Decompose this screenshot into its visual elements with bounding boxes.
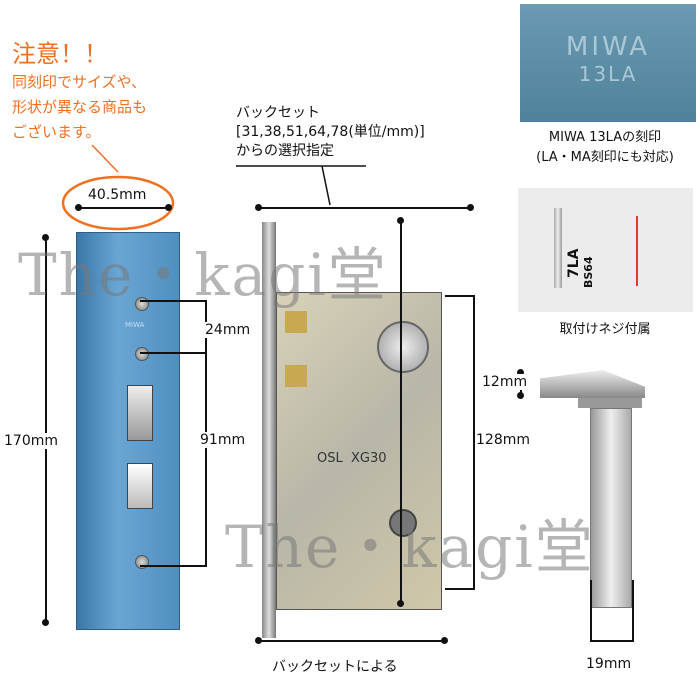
lock-case: OSL XG30 (276, 292, 442, 610)
screws-caption: 取付けネジ付属 (559, 322, 651, 337)
backset-pointer (321, 165, 331, 206)
faceplate-mark: MIWA (125, 321, 145, 329)
warning-title: 注意！！ (12, 40, 108, 68)
engraving-photo: MIWA 13LA (520, 4, 696, 122)
backset-note: バックセット [31,38,51,64,78(単位/mm)] からの選択指定 (236, 104, 425, 161)
width-line (78, 207, 170, 209)
case-height-label: 128mm (476, 432, 530, 448)
backset-label: バックセットによる (272, 659, 398, 675)
pitch-mid-label: 91mm (200, 432, 246, 448)
warning-line: 同刻印でサイズや、 (12, 73, 147, 91)
faceplate: MIWA (76, 232, 180, 630)
lever-top-label: 12mm (482, 374, 528, 390)
latch-bolt (127, 385, 153, 441)
highlight-ellipse (61, 175, 175, 231)
backset-line: バックセット (236, 105, 320, 121)
engraving-caption: MIWA 13LAの刻印 (LA・MA刻印にも対応) (510, 128, 700, 168)
backset-line: からの選択指定 (236, 143, 334, 159)
lock-mark: OSL XG30 (317, 451, 387, 466)
lever-width-label: 19mm (586, 656, 632, 672)
spindle-hub (389, 509, 417, 537)
screw-label: BS64 (582, 256, 595, 288)
caption-line: (LA・MA刻印にも対応) (536, 150, 674, 165)
watermark: The・kagi堂 (225, 513, 595, 581)
warning-line: ございます。 (12, 123, 101, 141)
cylinder-hub (377, 321, 429, 373)
warning-arrow (91, 144, 119, 173)
engraving-text: MIWA (565, 32, 651, 62)
width-label: 40.5mm (88, 187, 147, 203)
watermark: The・kagi堂 (18, 241, 388, 309)
lock-faceplate (262, 222, 276, 638)
warning-text: 同刻印でサイズや、 形状が異なる商品も ございます。 (12, 70, 147, 145)
lever-shaft (590, 408, 632, 608)
warning-line: 形状が異なる商品も (12, 98, 148, 116)
height-label: 170mm (4, 433, 58, 449)
engraving-text: 13LA (578, 62, 638, 86)
backset-line: [31,38,51,64,78(単位/mm)] (236, 124, 425, 140)
deadbolt (127, 463, 153, 509)
caption-line: MIWA 13LAの刻印 (548, 130, 662, 145)
pitch-top-label: 24mm (205, 322, 251, 338)
screw-label: 7LA (566, 248, 582, 279)
screws-photo: 7LA BS64 (518, 188, 693, 312)
